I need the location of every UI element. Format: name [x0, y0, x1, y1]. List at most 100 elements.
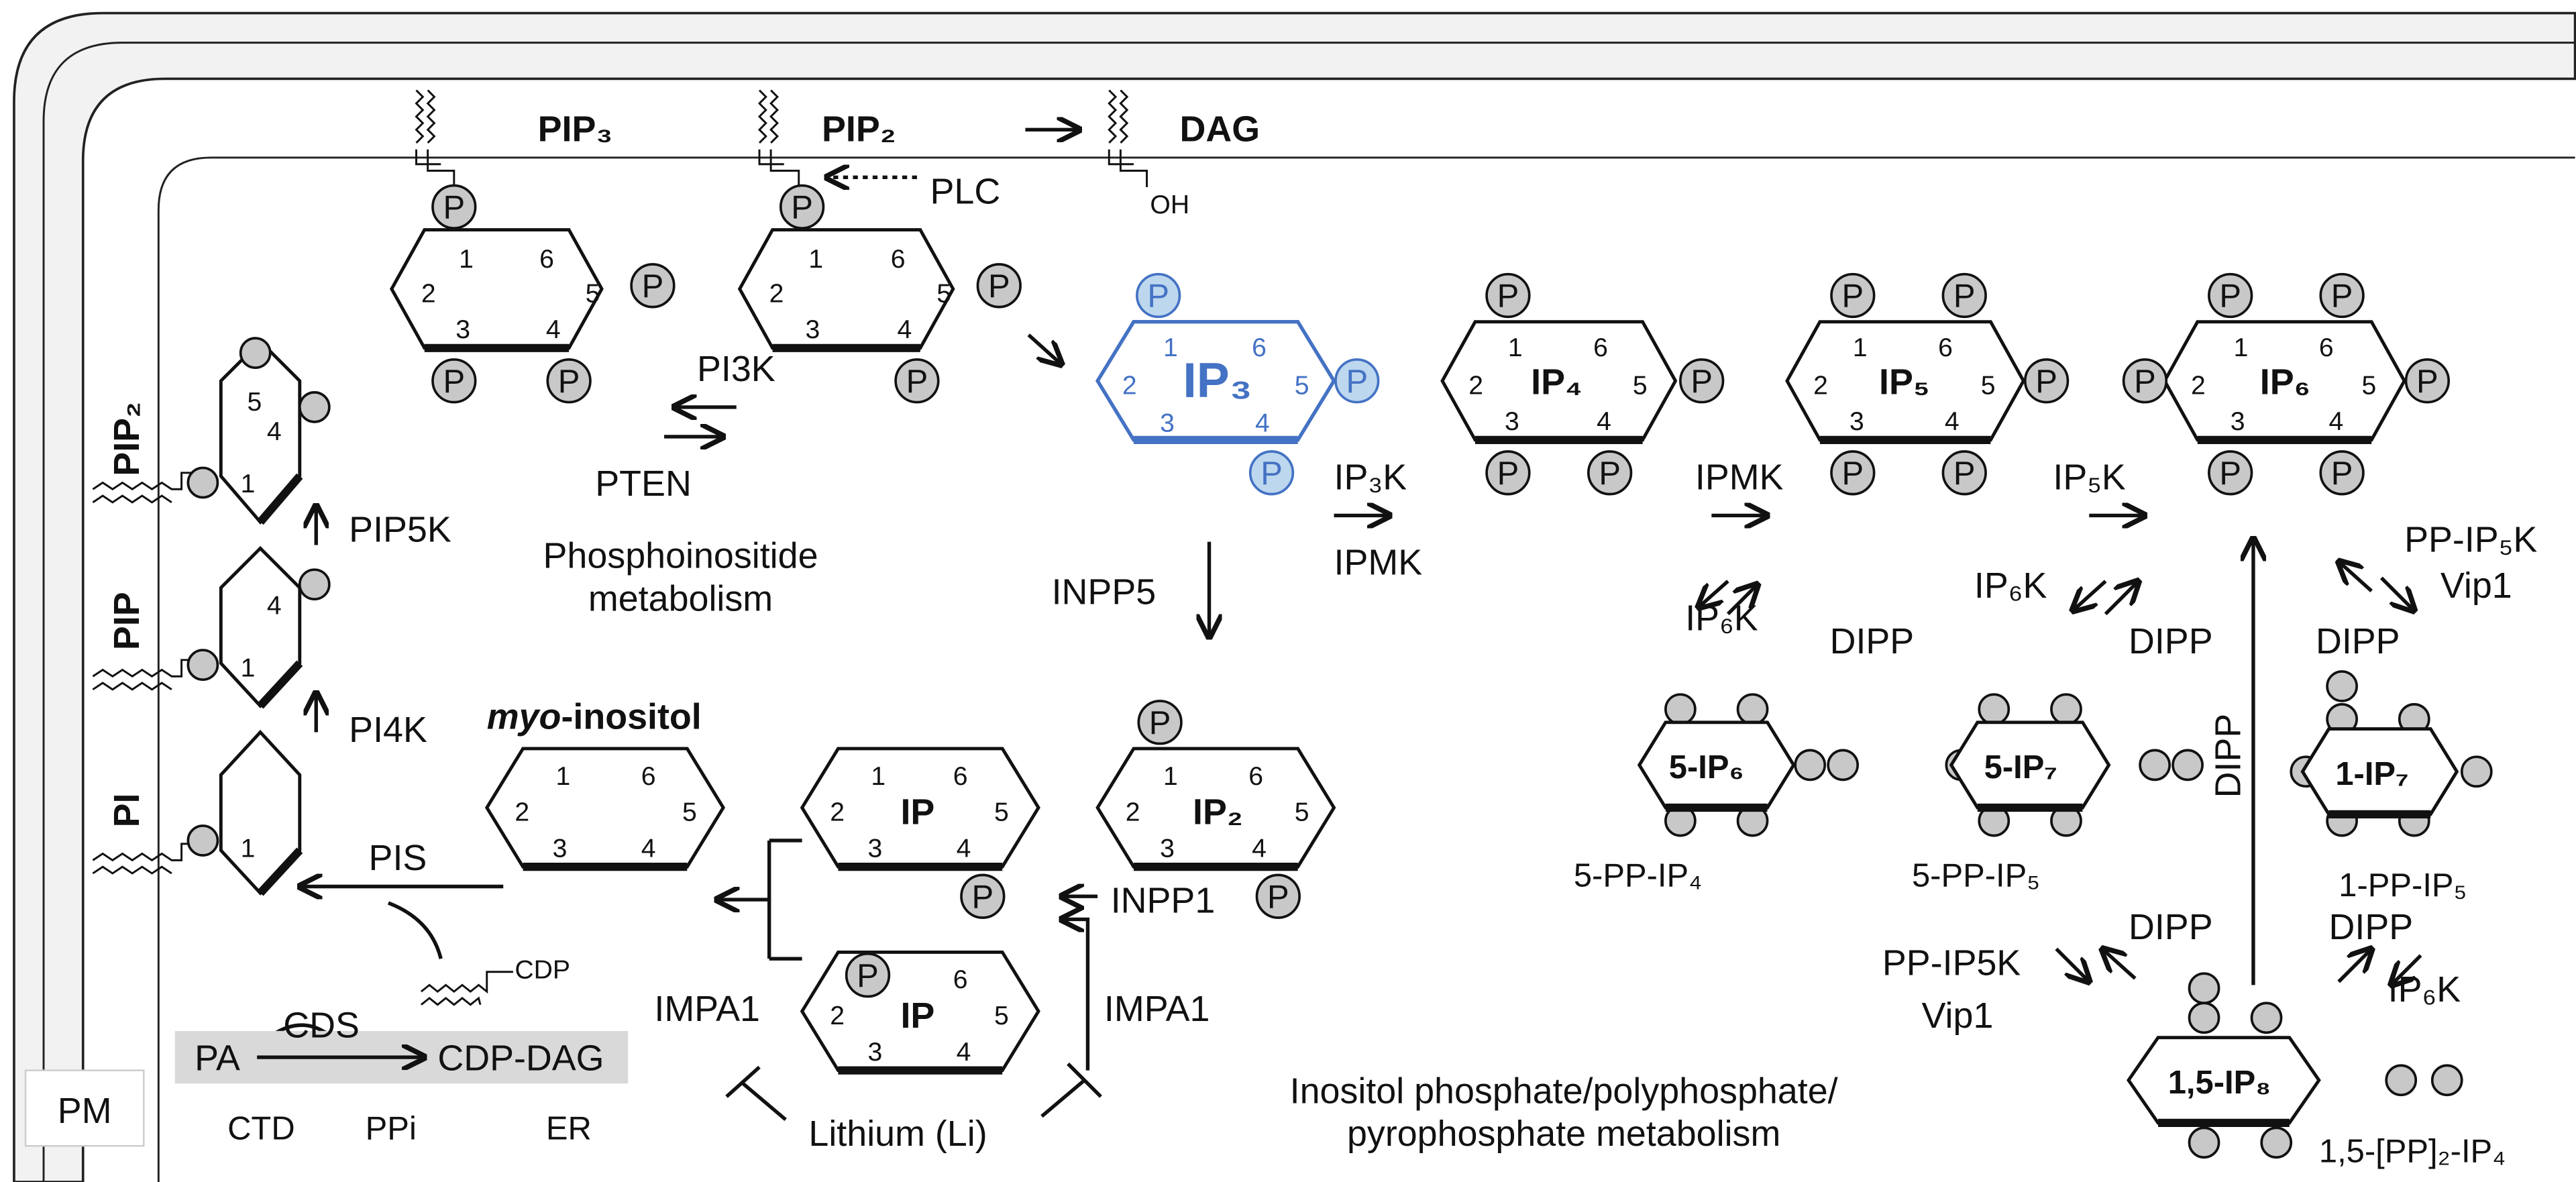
- ip3-label: IP₃: [1183, 353, 1252, 408]
- phosphate-p-label: P: [642, 268, 664, 305]
- phosphate-circle: [1334, 358, 1380, 404]
- svg-text:5: 5: [247, 388, 262, 417]
- svg-text:4: 4: [2329, 407, 2344, 436]
- pip2-label: PIP₂: [822, 109, 896, 149]
- ctd-label: CTD: [227, 1110, 295, 1146]
- phosphate-p-label: P: [988, 268, 1010, 305]
- pp1-ip7-label: 1-IP₇: [2335, 756, 2408, 792]
- pa-label: PA: [195, 1038, 240, 1079]
- phosphate-p-label: P: [1599, 455, 1621, 492]
- dipp-vertical-label: DIPP: [2208, 714, 2248, 798]
- phosphate-p-label: P: [1953, 278, 1976, 315]
- svg-text:2: 2: [2191, 371, 2206, 400]
- inpp5-label: INPP5: [1052, 572, 1157, 612]
- ip6k-label-c: IP₆K: [2388, 969, 2461, 1010]
- phosphate-circle: [845, 953, 891, 998]
- plc-label: PLC: [930, 171, 1001, 211]
- phosphate-p-label: P: [443, 364, 465, 400]
- svg-text:3: 3: [553, 834, 568, 863]
- oh-label: OH: [1150, 191, 1189, 219]
- svg-text:1: 1: [808, 245, 823, 274]
- inositol-caption-2: pyrophosphate metabolism: [1347, 1114, 1780, 1154]
- svg-text:4: 4: [641, 834, 656, 863]
- phosphate-circle: [1587, 450, 1633, 496]
- ip6-label: IP₆: [2260, 362, 2310, 402]
- svg-text:4: 4: [898, 315, 912, 344]
- svg-text:2: 2: [421, 279, 436, 308]
- svg-text:3: 3: [455, 315, 470, 344]
- pp2-ip4-name: 1,5-[PP]₂-IP₄: [2319, 1134, 2506, 1170]
- phosphate-p-label: P: [1260, 455, 1283, 492]
- phosphate-circle: [2319, 272, 2365, 319]
- phosphate-circle: [1248, 450, 1295, 496]
- side-ring-bold-edges: [257, 473, 303, 896]
- pp-ip5k-label-top: PP-IP₅K: [2404, 519, 2537, 559]
- vip1-label-top: Vip1: [2440, 566, 2512, 606]
- phosphate-p-label: P: [1149, 705, 1171, 741]
- phosphate-p-label: P: [1346, 364, 1368, 400]
- svg-text:4: 4: [1255, 409, 1270, 438]
- svg-text:1: 1: [241, 834, 256, 863]
- dag-label: DAG: [1179, 109, 1260, 149]
- svg-text:4: 4: [1945, 407, 1960, 436]
- svg-text:4: 4: [267, 591, 282, 620]
- svg-text:1: 1: [459, 245, 474, 274]
- er-label: ER: [546, 1110, 592, 1146]
- svg-text:1: 1: [2234, 333, 2249, 362]
- myo-inositol-label: myo-inositol: [487, 697, 702, 737]
- svg-text:1: 1: [556, 762, 571, 791]
- ipmk-label-b: IPMK: [1695, 457, 1784, 497]
- pp-rings: [1637, 720, 2459, 1125]
- phosphate-circle: [2404, 358, 2451, 404]
- pp-ring-bold-edges: [1665, 803, 2431, 1128]
- phosphate-p-label: P: [443, 189, 465, 225]
- svg-text:5: 5: [586, 279, 600, 308]
- svg-text:2: 2: [769, 279, 784, 308]
- phosphate-p-label: P: [558, 364, 580, 400]
- svg-text:3: 3: [1505, 407, 1519, 436]
- svg-text:1: 1: [1853, 333, 1868, 362]
- svg-text:6: 6: [641, 762, 656, 791]
- pp-ip5k-label-bot: PP-IP5K: [1882, 943, 2021, 983]
- ip4-label: IP₄: [1531, 362, 1582, 402]
- svg-text:4: 4: [957, 1038, 971, 1067]
- svg-text:4: 4: [1597, 407, 1611, 436]
- svg-text:3: 3: [868, 1038, 883, 1067]
- cdp-lipid: [420, 971, 513, 1006]
- ip-label-bottom: IP: [900, 996, 934, 1036]
- svg-text:3: 3: [2231, 407, 2245, 436]
- ip6k-label-a: IP₆K: [1685, 598, 1758, 639]
- phosphate-circle: [976, 263, 1022, 309]
- svg-text:5: 5: [1295, 798, 1309, 827]
- phosphate-circle: [630, 263, 676, 309]
- phosphate-circle: [1941, 450, 1987, 496]
- side-lipid-tails: [92, 472, 201, 875]
- svg-text:5: 5: [682, 798, 697, 827]
- svg-text:2: 2: [1126, 798, 1140, 827]
- svg-text:1: 1: [1163, 333, 1178, 362]
- phosphate-p-label: P: [2416, 364, 2438, 400]
- ppi-label: PPi: [366, 1110, 417, 1146]
- svg-text:2: 2: [830, 798, 845, 827]
- phosphate-circle: [1137, 700, 1183, 745]
- phosphate-p-label: P: [1953, 455, 1976, 492]
- phosphate-circle: [1485, 450, 1531, 496]
- phosphate-circle: [546, 358, 592, 404]
- phosphate-circle: [2208, 272, 2253, 319]
- svg-text:2: 2: [1468, 371, 1483, 400]
- dipp-label-b: DIPP: [2129, 621, 2213, 661]
- cds-label: CDS: [283, 1006, 360, 1046]
- svg-text:5: 5: [2361, 371, 2376, 400]
- svg-text:5: 5: [994, 798, 1009, 827]
- phosphate-circle: [1830, 272, 1876, 319]
- side-label-pip2: PIP₂: [107, 402, 147, 476]
- impa1-label-b: IMPA1: [1104, 989, 1210, 1029]
- phosphate-p-label: P: [1842, 278, 1864, 315]
- pp5-ip7-label: 5-IP₇: [1984, 749, 2057, 786]
- side-rings: [219, 339, 302, 896]
- phosphate-circle: [2023, 358, 2070, 404]
